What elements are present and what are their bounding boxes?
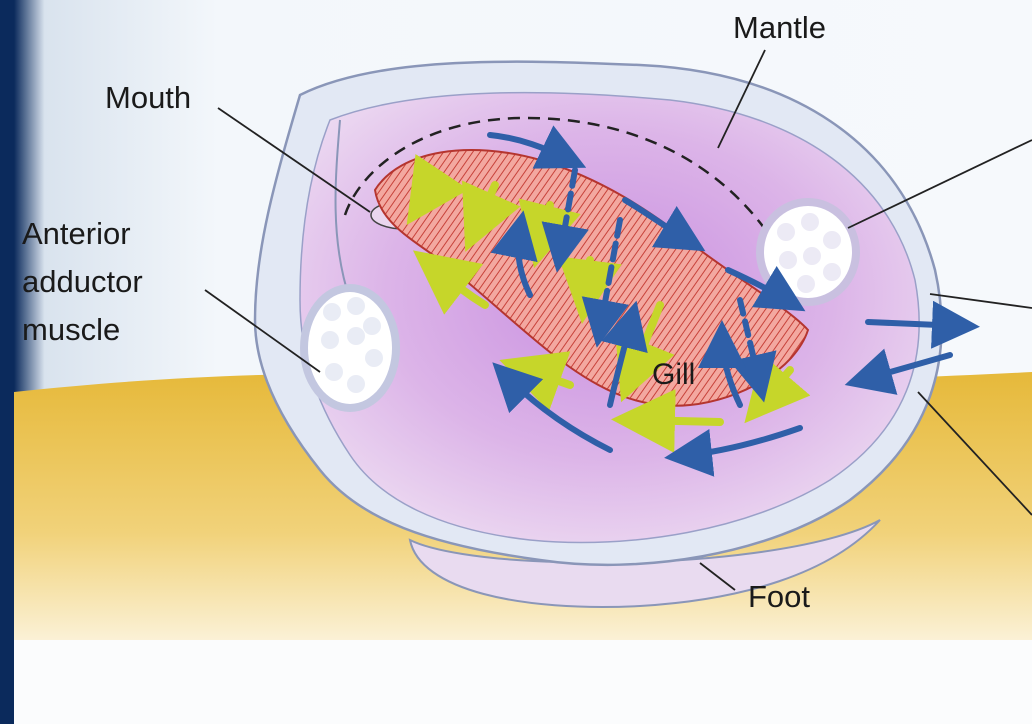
mouth-label: Mouth <box>105 80 191 115</box>
anterior-adductor-label-line3: muscle <box>22 312 120 347</box>
gill-label: Gill <box>652 358 695 391</box>
panel-bottom <box>14 640 1032 724</box>
mantle-label: Mantle <box>733 10 826 45</box>
anterior-adductor-label-line2: adductor <box>22 264 143 299</box>
anterior-adductor-label-line1: Anterior <box>22 216 131 251</box>
foot-label: Foot <box>748 579 810 614</box>
